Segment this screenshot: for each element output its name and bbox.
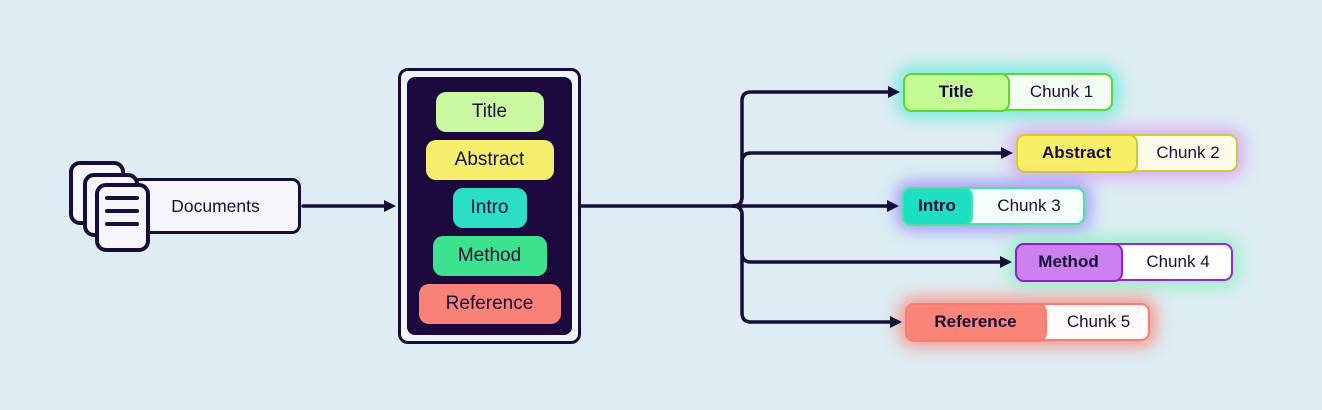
- chunk-label-pill: Method: [1014, 242, 1123, 282]
- arrowhead: [384, 200, 396, 212]
- arrowhead: [890, 316, 902, 328]
- chunk-number: Chunk 3: [997, 196, 1061, 215]
- chunk-row-intro: Intro Chunk 3: [901, 186, 1085, 226]
- document-icon: [95, 183, 150, 252]
- chunk-section-name: Reference: [934, 312, 1017, 331]
- section-pill-intro: Intro: [452, 188, 527, 228]
- chunk-row-method: Method Chunk 4: [1014, 242, 1233, 282]
- arrowhead: [888, 86, 900, 98]
- chunk-section-name: Title: [938, 82, 974, 101]
- documents-label-box: Documents: [130, 178, 301, 234]
- chunk-row-reference: Reference Chunk 5: [904, 302, 1150, 342]
- chunk-label-pill: Reference: [904, 302, 1047, 342]
- source-document-page: Title Abstract Intro Method Reference: [407, 77, 572, 335]
- documents-label: Documents: [171, 195, 260, 216]
- section-label: Abstract: [454, 149, 525, 170]
- arrowhead: [1001, 147, 1013, 159]
- chunk-label-pill: Title: [902, 72, 1010, 112]
- chunk-row-abstract: Abstract Chunk 2: [1015, 133, 1238, 173]
- chunk-label-pill: Intro: [901, 186, 973, 226]
- section-label: Intro: [470, 197, 509, 218]
- section-pill-reference: Reference: [418, 284, 561, 324]
- chunk-number: Chunk 5: [1066, 312, 1131, 331]
- section-label: Reference: [445, 293, 534, 314]
- chunk-number: Chunk 1: [1029, 82, 1094, 101]
- chunk-section-name: Intro: [918, 196, 956, 215]
- chunk-section-name: Abstract: [1042, 143, 1111, 162]
- section-pill-method: Method: [432, 236, 547, 276]
- chunk-label-pill: Abstract: [1015, 133, 1138, 173]
- chunk-section-name: Method: [1038, 252, 1099, 271]
- section-label: Title: [471, 101, 508, 122]
- section-pill-title: Title: [435, 92, 544, 132]
- chunk-number: Chunk 2: [1156, 143, 1220, 162]
- arrowhead: [1000, 256, 1012, 268]
- documents-stack-icon: [69, 161, 150, 252]
- arrow-to-reference-chunk: [731, 204, 892, 324]
- section-label: Method: [457, 245, 522, 266]
- section-pill-abstract: Abstract: [425, 140, 554, 180]
- arrow-to-title-chunk: [731, 90, 890, 208]
- chunk-number: Chunk 4: [1146, 252, 1210, 271]
- arrowhead: [887, 200, 899, 212]
- source-document-panel: Title Abstract Intro Method Reference: [398, 68, 581, 344]
- chunk-row-title: Title Chunk 1: [902, 72, 1113, 112]
